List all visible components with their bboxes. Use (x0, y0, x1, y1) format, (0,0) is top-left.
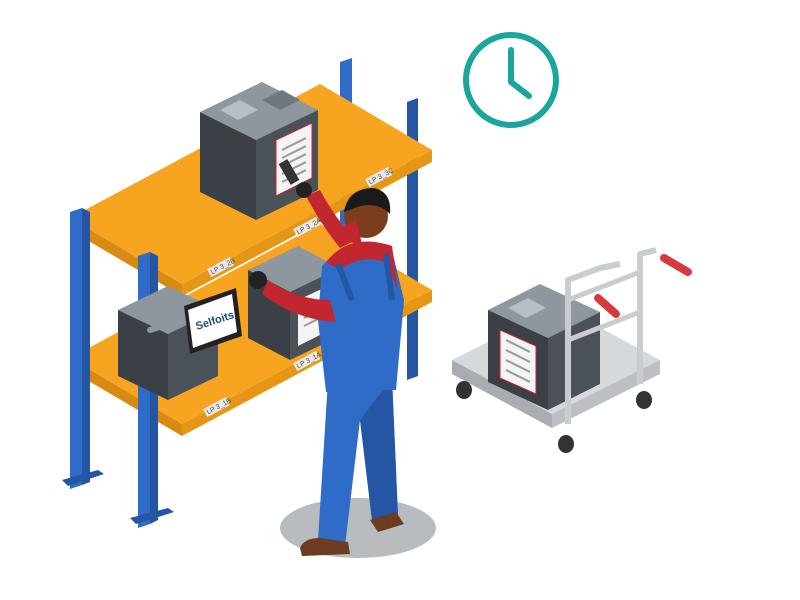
hand-cart (452, 247, 692, 453)
tablet-device: Selfoits (147, 288, 242, 354)
cart-handle-grip (660, 254, 692, 276)
shipping-label (499, 329, 537, 395)
shelf-labels: LP 3_3C LP 3_2B LP 3_2A LP 3_1B LP 3_1A (203, 167, 395, 418)
clock-icon (463, 32, 559, 128)
rack-upright (70, 208, 82, 489)
warehouse-worker (249, 159, 404, 556)
cart-handle-grip (594, 294, 620, 318)
